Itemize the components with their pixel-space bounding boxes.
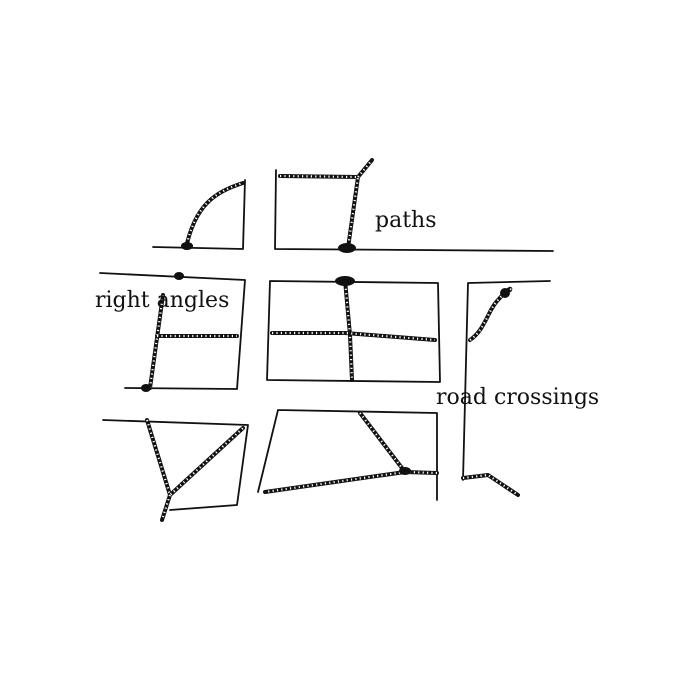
label-paths: paths <box>375 208 437 233</box>
street-blocks <box>99 169 554 511</box>
road-crossings <box>141 242 510 475</box>
block-bottom-center <box>257 409 438 501</box>
crossing-right-squiggle <box>500 288 510 298</box>
path-bottom-right <box>461 473 520 497</box>
footpaths <box>145 158 520 522</box>
path-center-vertical <box>343 278 354 382</box>
block-right <box>462 280 551 481</box>
path-curve-top-left <box>184 181 245 250</box>
crossing-bottom-center <box>399 467 411 475</box>
block-bottom-left <box>102 419 249 511</box>
crossing-top-left <box>181 242 193 250</box>
label-road-crossings: road crossings <box>436 385 600 410</box>
block-mid-left <box>99 272 246 390</box>
block-top-middle <box>274 169 554 252</box>
label-right-angles: right angles <box>95 288 230 313</box>
path-top-middle <box>278 158 374 250</box>
block-center <box>266 280 441 383</box>
path-bottom-center <box>263 411 439 494</box>
path-center-horizontal <box>270 331 437 342</box>
crossing-top-middle <box>338 243 356 253</box>
crossing-bottom-left <box>141 384 151 392</box>
crossing-mid-left <box>174 272 184 280</box>
crossing-center-top <box>335 276 355 286</box>
